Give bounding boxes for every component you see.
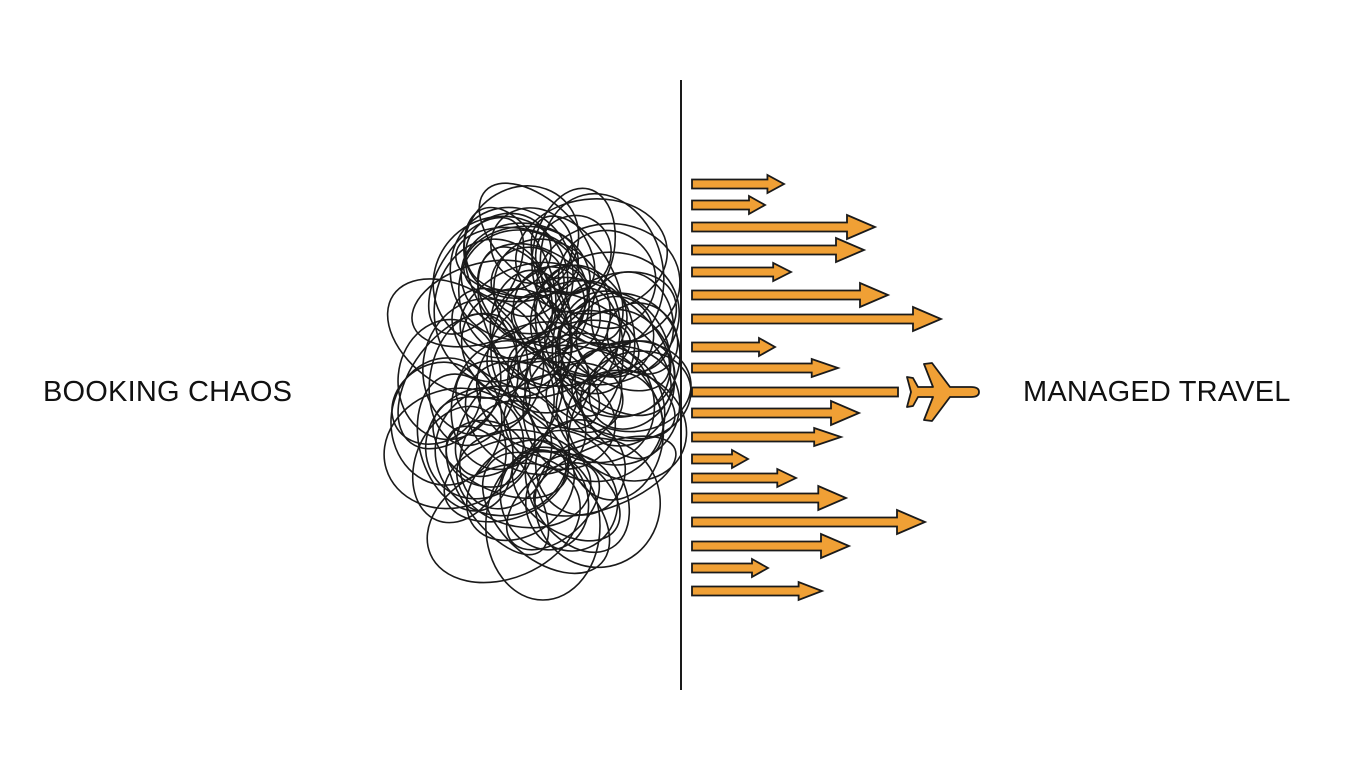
plane-row — [691, 362, 980, 422]
arrow-icon — [691, 467, 799, 489]
arrow-icon — [691, 508, 928, 536]
arrow-icon — [691, 305, 944, 333]
arrow-icon — [691, 357, 841, 379]
arrow-icon — [691, 213, 878, 241]
arrow-icon — [691, 557, 770, 579]
tangled-scribble-icon — [383, 182, 692, 601]
arrow-icon — [691, 484, 849, 512]
arrow-icon — [691, 281, 891, 309]
arrow-icon — [691, 194, 767, 216]
arrow-icon — [691, 448, 750, 470]
plane-trail-bar — [691, 386, 899, 398]
airplane-icon — [906, 362, 980, 422]
arrow-icon — [691, 426, 844, 448]
arrow-group — [691, 173, 944, 602]
arrow-icon — [691, 261, 793, 283]
managed-travel-label: MANAGED TRAVEL — [1023, 376, 1291, 408]
arrow-icon — [691, 532, 852, 560]
arrow-icon — [691, 399, 862, 427]
arrow-icon — [691, 336, 777, 358]
arrow-icon — [691, 173, 786, 195]
arrow-icon — [691, 580, 825, 602]
arrow-icon — [691, 236, 867, 264]
booking-chaos-label: BOOKING CHAOS — [43, 376, 293, 408]
